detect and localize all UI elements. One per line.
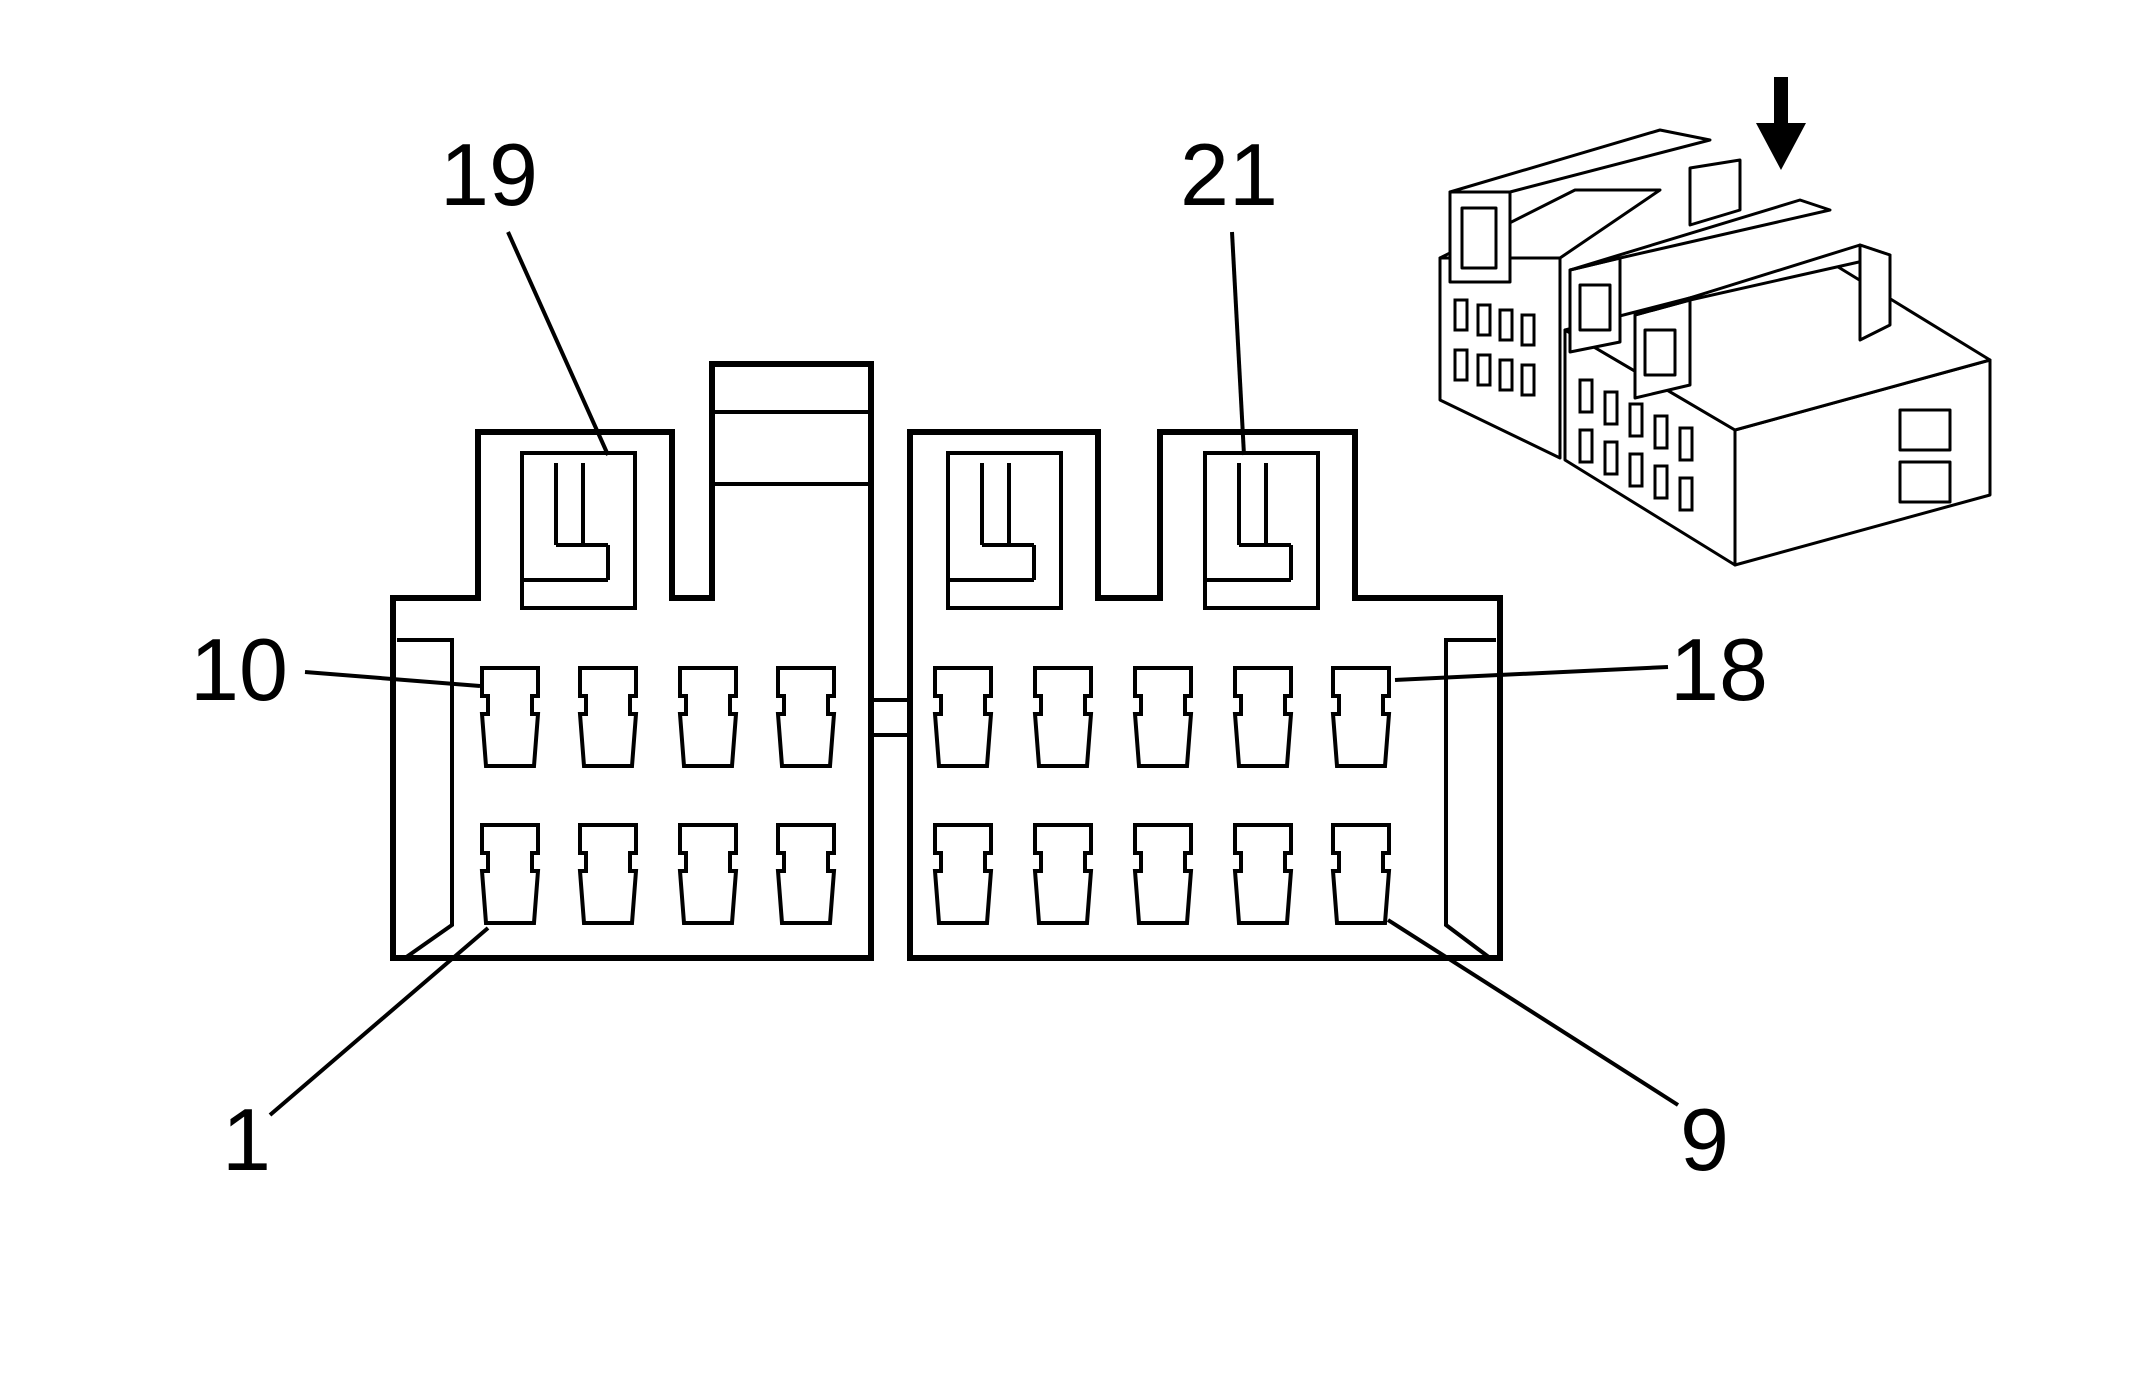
leader-18	[1394, 665, 1669, 682]
latch-clip-left-right-half	[946, 451, 1063, 610]
left-housing-inner-line	[397, 638, 454, 960]
pin-cavity-10	[480, 666, 540, 768]
left-connector-housing	[390, 361, 874, 961]
latch-clip-21	[1203, 451, 1320, 610]
pin-cavity-4	[776, 823, 836, 925]
pin-cavities-top-row	[480, 666, 1391, 768]
leader-9	[1386, 918, 1680, 1107]
pin-label-18: 18	[1670, 620, 1768, 719]
latch-clip-19	[520, 451, 637, 610]
right-housing-outline	[907, 429, 1503, 961]
pin-cavity-9	[1331, 823, 1391, 925]
leader-lines	[268, 231, 1680, 1117]
pin-cavity-7	[1133, 823, 1193, 925]
leader-10	[304, 670, 481, 688]
pin-cavity-5	[933, 823, 993, 925]
pin-cavity-15	[1033, 666, 1093, 768]
pin-cavity-14	[933, 666, 993, 768]
pin-cavity-17	[1233, 666, 1293, 768]
right-connector-housing	[871, 429, 1503, 961]
connector-iso-view	[1438, 128, 1992, 567]
down-arrow-icon	[1756, 77, 1806, 170]
pin-cavity-18	[1331, 666, 1391, 768]
pin-cavity-12	[678, 666, 738, 768]
leader-1	[268, 926, 490, 1117]
pin-label-21: 21	[1180, 125, 1278, 224]
pin-cavity-16	[1133, 666, 1193, 768]
right-housing-inner-line	[1444, 638, 1496, 960]
pin-label-19: 19	[440, 125, 538, 224]
pin-label-1: 1	[222, 1090, 271, 1189]
pin-cavity-3	[678, 823, 738, 925]
pin-label-9: 9	[1680, 1090, 1729, 1189]
pin-cavity-13	[776, 666, 836, 768]
leader-21	[1230, 231, 1246, 456]
pin-cavities-bottom-row	[480, 823, 1391, 925]
pin-cavity-11	[578, 666, 638, 768]
pin-labels: 19 21 10 18 1 9	[190, 125, 1768, 1189]
leader-19	[506, 231, 610, 456]
pin-cavity-6	[1033, 823, 1093, 925]
pin-label-10: 10	[190, 620, 288, 719]
pin-cavity-2	[578, 823, 638, 925]
pin-cavity-8	[1233, 823, 1293, 925]
pin-cavity-1	[480, 823, 540, 925]
left-housing-outline	[390, 361, 874, 961]
